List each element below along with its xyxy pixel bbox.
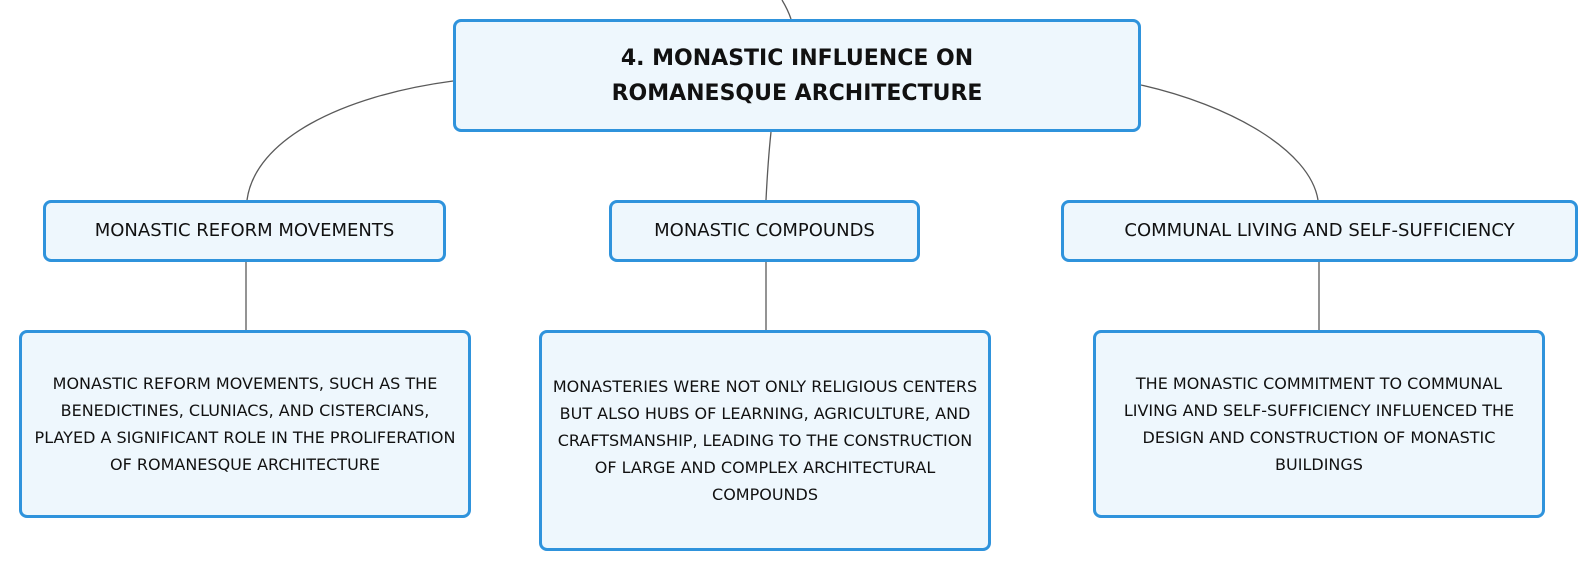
branch-node-communal-living[interactable]: COMMUNAL LIVING AND SELF-SUFFICIENCY: [1061, 200, 1578, 262]
branch-label: MONASTIC COMPOUNDS: [654, 220, 875, 241]
detail-node-monastic-compounds[interactable]: MONASTERIES WERE NOT ONLY RELIGIOUS CENT…: [539, 330, 991, 551]
branch-node-monastic-reform-movements[interactable]: MONASTIC REFORM MOVEMENTS: [43, 200, 446, 262]
branch-label: COMMUNAL LIVING AND SELF-SUFFICIENCY: [1124, 220, 1515, 241]
detail-node-monastic-reform-movements[interactable]: MONASTIC REFORM MOVEMENTS, SUCH AS THE B…: [19, 330, 471, 518]
detail-node-communal-living[interactable]: THE MONASTIC COMMITMENT TO COMMUNAL LIVI…: [1093, 330, 1545, 518]
connector-root-to-communal: [1140, 84, 1319, 201]
connector-root-to-reform: [246, 80, 454, 201]
detail-text: MONASTIC REFORM MOVEMENTS, SUCH AS THE B…: [34, 374, 456, 474]
root-topic-node[interactable]: 4. MONASTIC INFLUENCE ON ROMANESQUE ARCH…: [453, 19, 1141, 132]
detail-text: THE MONASTIC COMMITMENT TO COMMUNAL LIVI…: [1123, 374, 1515, 474]
branch-label: MONASTIC REFORM MOVEMENTS: [94, 220, 395, 241]
branch-node-monastic-compounds[interactable]: MONASTIC COMPOUNDS: [609, 200, 920, 262]
connector-root-to-compounds: [765, 131, 772, 201]
connector-parent-to-root: [781, 0, 792, 20]
root-topic-title: 4. MONASTIC INFLUENCE ON ROMANESQUE ARCH…: [611, 45, 983, 106]
detail-text: MONASTERIES WERE NOT ONLY RELIGIOUS CENT…: [552, 377, 978, 504]
